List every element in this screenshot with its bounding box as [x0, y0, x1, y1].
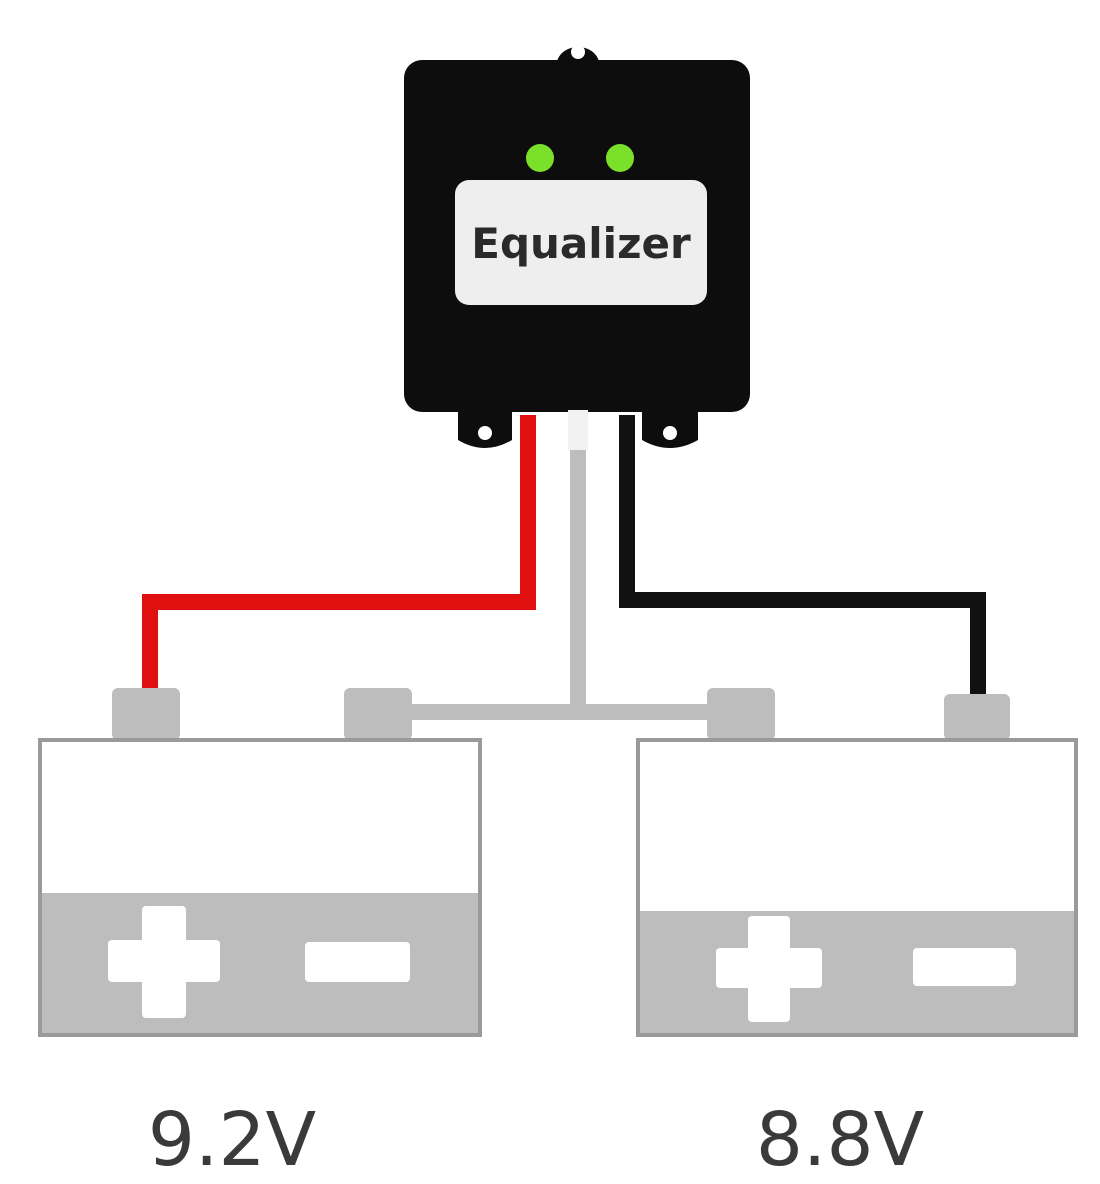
negative-wire: [619, 415, 986, 697]
wire-sleeve: [568, 410, 588, 450]
equalizer-label: Equalizer: [471, 219, 691, 268]
battery-left-negative-terminal: [344, 688, 412, 740]
equalizer-device: Equalizer: [404, 45, 750, 450]
battery-left: [38, 688, 482, 1037]
label-plate: [455, 180, 707, 305]
battery-right-plus-icon: [716, 916, 822, 1022]
battery-right-negative-terminal: [944, 694, 1010, 740]
battery-left-positive-terminal: [112, 688, 180, 740]
middle-wire: [405, 420, 712, 720]
led-indicator-left: [526, 144, 554, 172]
led-indicator-right: [606, 144, 634, 172]
battery-right-minus-icon: [913, 948, 1016, 986]
battery-right-positive-terminal: [707, 688, 775, 740]
battery-left-charge-fill: [42, 893, 478, 1033]
positive-wire: [142, 415, 536, 690]
battery-left-voltage: 9.2V: [148, 1097, 317, 1183]
battery-right: [636, 688, 1078, 1037]
battery-left-plus-icon: [108, 906, 220, 1018]
battery-right-voltage: 8.8V: [756, 1097, 925, 1183]
battery-left-minus-icon: [305, 942, 410, 982]
